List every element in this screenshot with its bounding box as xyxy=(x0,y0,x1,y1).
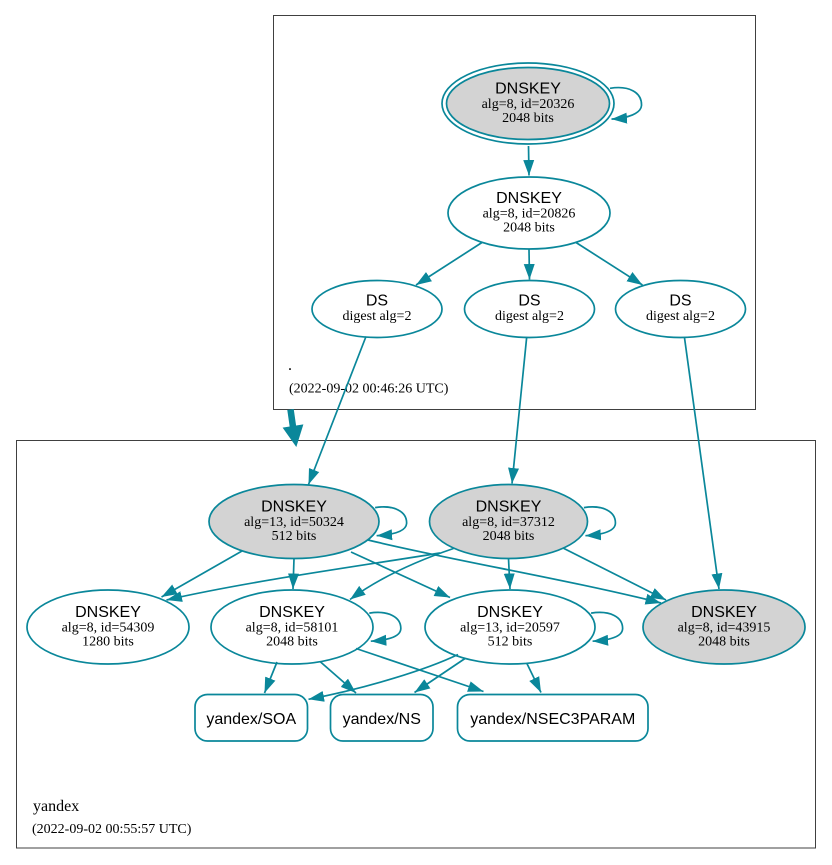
svg-text:DNSKEY: DNSKEY xyxy=(259,604,325,621)
svg-text:DNSKEY: DNSKEY xyxy=(261,499,327,516)
svg-text:alg=8, id=37312: alg=8, id=37312 xyxy=(462,515,555,530)
svg-text:DNSKEY: DNSKEY xyxy=(476,499,542,516)
svg-text:DNSKEY: DNSKEY xyxy=(495,81,561,98)
svg-text:DS: DS xyxy=(518,293,540,310)
svg-text:alg=8, id=54309: alg=8, id=54309 xyxy=(62,621,155,636)
svg-text:alg=13, id=20597: alg=13, id=20597 xyxy=(460,621,560,636)
svg-text:digest alg=2: digest alg=2 xyxy=(343,309,412,324)
svg-text:DNSKEY: DNSKEY xyxy=(496,190,562,207)
svg-text:alg=8, id=20326: alg=8, id=20326 xyxy=(482,97,575,112)
svg-text:(2022-09-02 00:46:26 UTC): (2022-09-02 00:46:26 UTC) xyxy=(289,382,449,397)
svg-text:.: . xyxy=(288,357,292,374)
svg-text:512 bits: 512 bits xyxy=(272,529,317,544)
svg-text:2048 bits: 2048 bits xyxy=(503,221,555,236)
svg-text:2048 bits: 2048 bits xyxy=(502,111,554,126)
svg-text:alg=8, id=20826: alg=8, id=20826 xyxy=(483,207,576,222)
svg-text:alg=8, id=58101: alg=8, id=58101 xyxy=(246,621,339,636)
svg-text:yandex/NS: yandex/NS xyxy=(343,711,421,728)
svg-text:yandex/SOA: yandex/SOA xyxy=(206,711,296,728)
svg-text:2048 bits: 2048 bits xyxy=(266,635,318,650)
svg-text:digest alg=2: digest alg=2 xyxy=(495,309,564,324)
svg-text:DS: DS xyxy=(366,293,388,310)
svg-text:alg=13, id=50324: alg=13, id=50324 xyxy=(244,515,344,530)
svg-text:2048 bits: 2048 bits xyxy=(483,529,535,544)
svg-text:yandex: yandex xyxy=(33,798,79,815)
svg-text:DS: DS xyxy=(669,293,691,310)
svg-text:yandex/NSEC3PARAM: yandex/NSEC3PARAM xyxy=(470,711,635,728)
svg-text:(2022-09-02 00:55:57 UTC): (2022-09-02 00:55:57 UTC) xyxy=(32,822,192,837)
svg-text:DNSKEY: DNSKEY xyxy=(691,604,757,621)
svg-text:1280 bits: 1280 bits xyxy=(82,635,134,650)
svg-text:512 bits: 512 bits xyxy=(488,635,533,650)
svg-text:2048 bits: 2048 bits xyxy=(698,635,750,650)
svg-text:digest alg=2: digest alg=2 xyxy=(646,309,715,324)
svg-text:DNSKEY: DNSKEY xyxy=(477,604,543,621)
svg-text:alg=8, id=43915: alg=8, id=43915 xyxy=(678,621,771,636)
svg-text:DNSKEY: DNSKEY xyxy=(75,604,141,621)
